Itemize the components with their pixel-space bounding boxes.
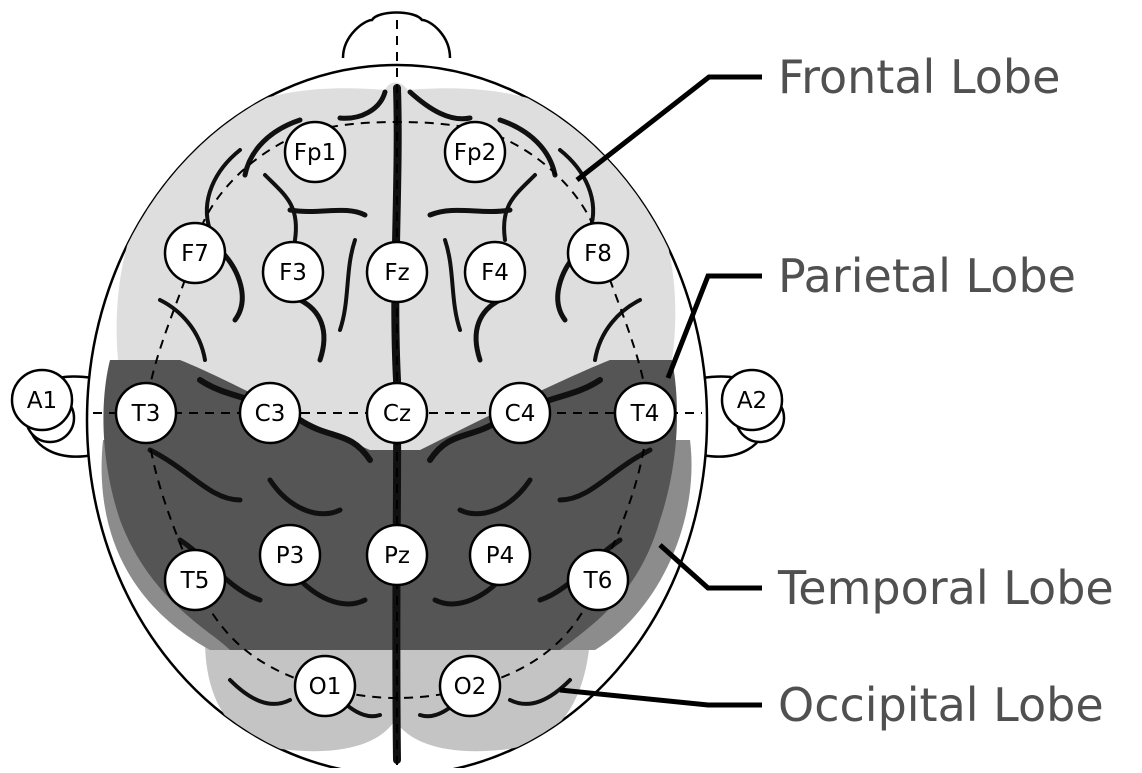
electrode-label: C4: [505, 401, 536, 427]
electrode-pz: Pz: [367, 525, 427, 585]
electrode-f3: F3: [263, 242, 323, 302]
electrode-label: C3: [255, 401, 286, 427]
electrode-c4: C4: [490, 383, 550, 443]
electrode-f4: F4: [465, 242, 525, 302]
electrode-t4: T4: [615, 383, 675, 443]
electrode-label: T3: [131, 401, 161, 427]
electrode-label: A2: [737, 388, 767, 414]
electrode-t3: T3: [116, 383, 176, 443]
electrode-label: F7: [181, 241, 209, 267]
electrode-label: T6: [583, 568, 613, 594]
electrode-p4: P4: [470, 525, 530, 585]
electrode-label: Fp1: [294, 140, 336, 166]
lobe-label-frontal: Frontal Lobe: [778, 50, 1060, 104]
electrode-fp2: Fp2: [445, 122, 505, 182]
electrode-c3: C3: [240, 383, 300, 443]
electrode-o2: O2: [440, 656, 500, 716]
electrode-f8: F8: [568, 223, 628, 283]
electrode-f7: F7: [165, 223, 225, 283]
electrode-o1: O1: [295, 656, 355, 716]
electrode-label: F4: [481, 260, 509, 286]
electrode-label: T5: [180, 568, 210, 594]
electrode-cz: Cz: [367, 383, 427, 443]
electrode-label: T4: [630, 401, 660, 427]
electrode-label: P3: [276, 543, 305, 569]
lobe-label-temporal: Temporal Lobe: [777, 561, 1114, 615]
lobe-label-parietal: Parietal Lobe: [778, 249, 1076, 303]
electrode-label: O1: [309, 674, 342, 700]
electrode-p3: P3: [260, 525, 320, 585]
electrode-label: F8: [584, 241, 612, 267]
nose: [343, 13, 450, 59]
electrode-label: F3: [279, 260, 307, 286]
electrode-fp1: Fp1: [285, 122, 345, 182]
electrode-a1: A1: [12, 370, 72, 430]
lobe-label-occipital: Occipital Lobe: [778, 678, 1104, 732]
electrode-a2: A2: [722, 370, 782, 430]
electrode-t5: T5: [165, 550, 225, 610]
electrode-label: P4: [486, 543, 515, 569]
electrode-t6: T6: [568, 550, 628, 610]
electrode-label: Fz: [384, 260, 409, 286]
electrode-label: Fp2: [454, 140, 496, 166]
electrode-label: A1: [27, 388, 57, 414]
electrode-label: Cz: [383, 401, 411, 427]
electrode-label: Pz: [384, 543, 410, 569]
electrode-label: O2: [454, 674, 487, 700]
electrode-fz: Fz: [367, 242, 427, 302]
